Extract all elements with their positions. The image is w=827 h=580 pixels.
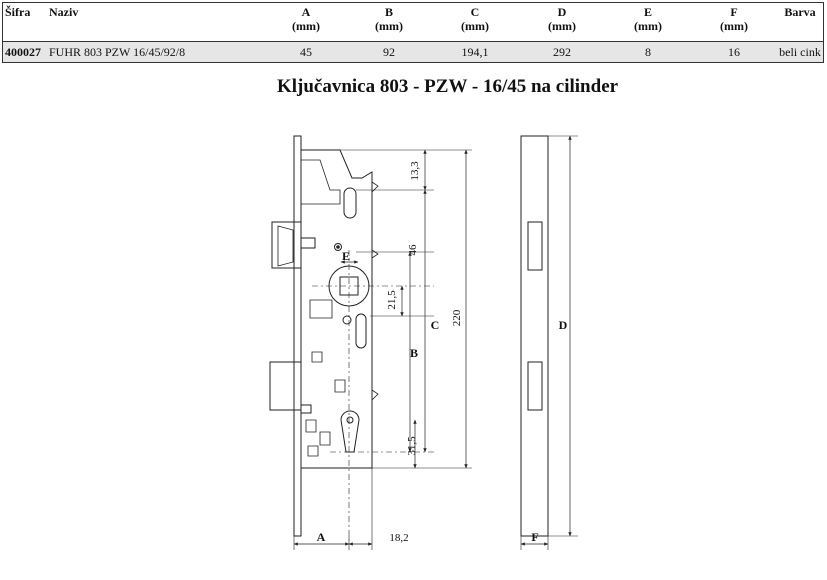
cell-naziv: FUHR 803 PZW 16/45/92/8 [47, 41, 265, 63]
dim-18-2: 18,2 [389, 532, 408, 544]
header-f: F(mm) [691, 2, 777, 42]
lock-side-view [520, 135, 549, 537]
dim-220: 220 [451, 309, 463, 326]
dim-21-5: 21,5 [386, 290, 398, 310]
header-a: A(mm) [265, 2, 347, 42]
cylinder-cutout [340, 410, 360, 453]
table-row: 400027 FUHR 803 PZW 16/45/92/8 45 92 194… [2, 41, 824, 63]
table-header-row: Šifra Naziv A(mm) B(mm) C(mm) D(mm) E(mm… [2, 2, 824, 42]
side-dimension-lines [520, 135, 572, 546]
header-d: D(mm) [519, 2, 605, 42]
header-sifra: Šifra [2, 2, 47, 42]
cell-d: 292 [519, 41, 605, 63]
dim-label-f: F [531, 530, 538, 544]
dim-31-5: 31,5 [406, 436, 418, 456]
cell-a: 45 [265, 41, 347, 63]
dim-46: 46 [407, 244, 419, 256]
dim-label-c: C [431, 318, 440, 332]
header-e: E(mm) [605, 2, 691, 42]
latch-bolt [271, 221, 301, 269]
header-naziv: Naziv [47, 2, 265, 42]
side-bolt-slot [527, 361, 543, 411]
dead-bolt [269, 361, 301, 411]
dim-label-e: E [342, 249, 350, 263]
cell-e: 8 [605, 41, 691, 63]
header-c: C(mm) [431, 2, 519, 42]
dimension-lines [293, 149, 468, 546]
page-title: Ključavnica 803 - PZW - 16/45 na cilinde… [276, 76, 619, 97]
header-barva: Barva [777, 2, 824, 42]
dim-label-b: B [410, 346, 418, 360]
side-faceplate [520, 135, 549, 537]
faceplate [293, 135, 302, 537]
dim-label-d: D [559, 318, 568, 332]
header-b: B(mm) [347, 2, 431, 42]
side-extension-lines [520, 135, 578, 550]
cell-b: 92 [347, 41, 431, 63]
cell-c: 194,1 [431, 41, 519, 63]
spec-table: Šifra Naziv A(mm) B(mm) C(mm) D(mm) E(mm… [2, 2, 824, 63]
lock-front-view [269, 135, 379, 537]
cell-barva: beli cink [777, 41, 824, 63]
dim-13-3: 13,3 [409, 161, 421, 181]
cell-sifra: 400027 [2, 41, 47, 63]
extension-lines [293, 149, 472, 550]
side-latch-slot [527, 221, 543, 271]
cell-f: 16 [691, 41, 777, 63]
dim-label-a: A [317, 530, 326, 544]
